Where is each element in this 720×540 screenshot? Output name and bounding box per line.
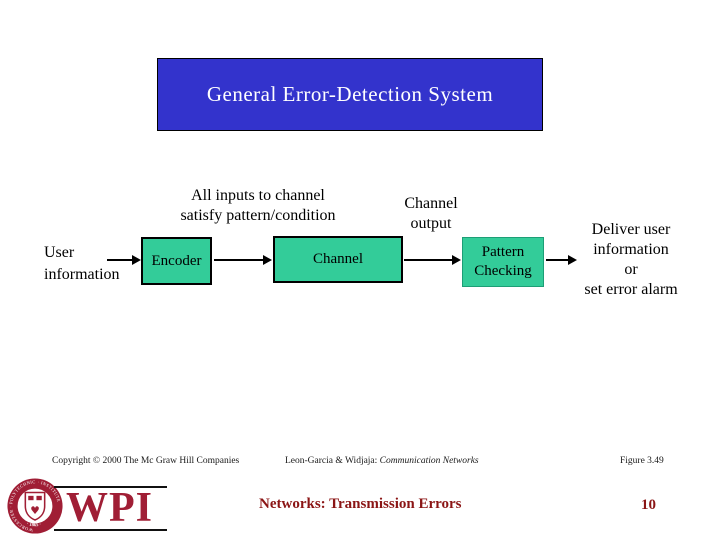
pattern-checking-line1: Pattern: [481, 244, 525, 260]
wpi-seal-year: · 1865 ·: [26, 522, 43, 529]
svg-text:· 1865 ·: · 1865 ·: [26, 522, 43, 529]
citation-book-title: Communication Networks: [379, 456, 479, 466]
encoder-box: Encoder: [141, 237, 212, 285]
svg-text:♥: ♥: [30, 504, 40, 517]
citation-text: Leon-Garcia & Widjaja: Communication Net…: [285, 456, 479, 466]
pattern-checking-line2: Checking: [474, 263, 532, 279]
wpi-seal-icon: WORCESTER · POLYTECHNIC · INSTITUTE ♥ · …: [7, 478, 63, 534]
channel-output-line2: output: [410, 215, 452, 232]
channel-output-line1: Channel: [404, 195, 458, 212]
deliver-line2: information: [593, 241, 669, 258]
pattern-checking-box: Pattern Checking: [462, 237, 544, 287]
user-information-label: User information: [44, 242, 144, 286]
deliver-or-alarm-label: Deliver user information or set error al…: [556, 220, 706, 300]
channel-box: Channel: [273, 236, 403, 283]
deliver-line1: Deliver user: [591, 221, 671, 238]
channel-inputs-note-line1: All inputs to channel: [191, 187, 325, 204]
arrow-pattern-checking-to-output: [546, 255, 577, 265]
wpi-wordmark: WPI: [66, 485, 153, 531]
channel-output-label: Channel output: [396, 194, 466, 234]
slide-title: General Error-Detection System: [206, 82, 494, 106]
pattern-checking-box-label: Pattern Checking: [474, 243, 532, 281]
arrow-channel-to-pattern-checking: [404, 255, 461, 265]
channel-box-label: Channel: [313, 251, 363, 267]
wordmark-rule-top: [54, 486, 167, 488]
deliver-line4: set error alarm: [584, 281, 678, 298]
slide-title-banner: General Error-Detection System: [157, 58, 543, 131]
citation-authors: Leon-Garcia & Widjaja:: [285, 456, 380, 466]
course-title: Networks: Transmission Errors: [259, 496, 462, 512]
arrow-encoder-to-channel: [214, 255, 272, 265]
channel-inputs-note: All inputs to channel satisfy pattern/co…: [163, 186, 353, 226]
wordmark-rule-bottom: [54, 529, 167, 531]
user-information-line1: User: [44, 244, 75, 261]
user-information-line2: information: [44, 266, 120, 283]
slide-number: 10: [641, 497, 656, 513]
channel-inputs-note-line2: satisfy pattern/condition: [180, 207, 336, 224]
copyright-text: Copyright © 2000 The Mc Graw Hill Compan…: [52, 456, 240, 466]
deliver-line3: or: [624, 261, 638, 278]
figure-label: Figure 3.49: [620, 456, 664, 466]
arrow-user-to-encoder: [107, 255, 141, 265]
encoder-box-label: Encoder: [151, 252, 202, 269]
